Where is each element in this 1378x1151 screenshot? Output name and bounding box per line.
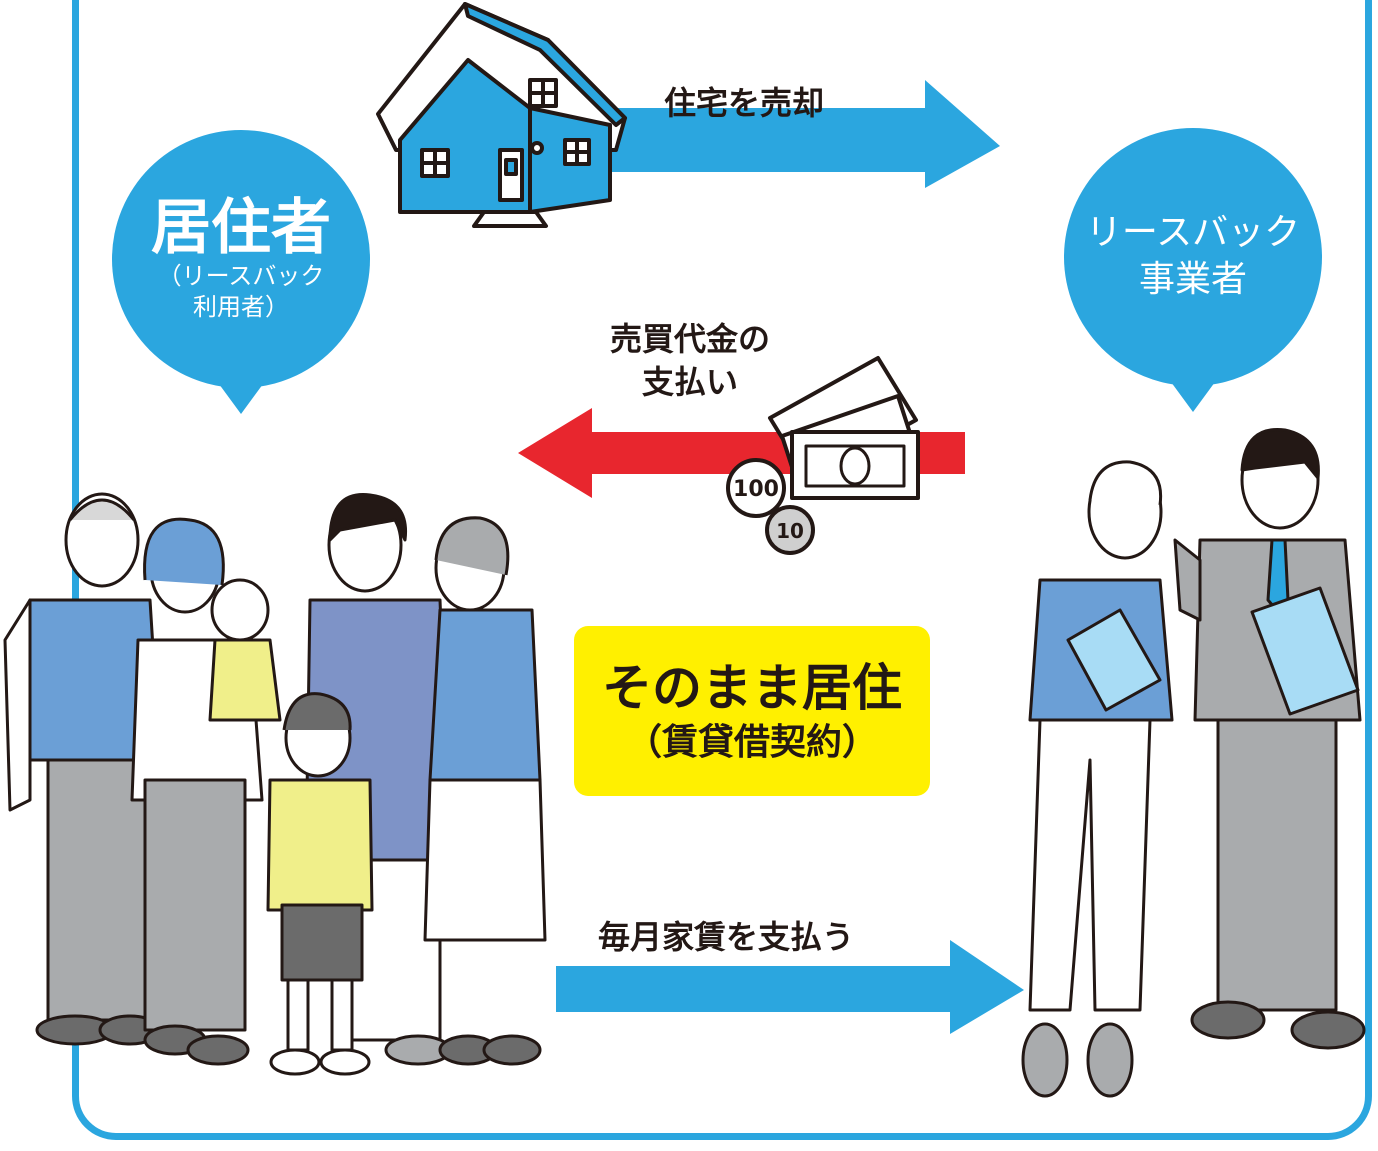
continue-residing-sub: （賃貸借契約） [625,721,878,763]
staff-man-figure [1173,428,1366,1050]
mother-figure [130,517,264,1066]
operator-line1: リースバック [1085,212,1301,254]
payment-label-line2: 支払い [642,363,739,402]
payment-label: 売買代金の 支払い [610,318,770,404]
sell-arrow [560,80,1000,188]
rent-arrow [556,940,1024,1034]
resident-bubble-tail [219,384,263,414]
coin-small-label: 10 [776,519,804,543]
sell-house-label: 住宅を売却 [664,84,825,122]
resident-subtitle-line2: 利用者） [193,293,289,321]
operator-bubble: リースバック 事業者 [1064,128,1322,412]
resident-bubble: 居住者 （リースバック 利用者） [112,130,370,414]
operator-bubble-tail [1171,382,1215,412]
baby-figure [208,578,282,722]
grandma-figure [423,516,547,1066]
continue-residing-box: そのまま居住 （賃貸借契約） [574,626,930,796]
staff-woman-figure [1021,460,1174,1098]
monthly-rent-label: 毎月家賃を支払う [598,918,855,956]
resident-subtitle-line1: （リースバック [157,261,325,290]
boy-figure [266,692,374,1076]
family-illustration [3,492,547,1076]
payment-arrow [518,408,965,498]
operator-line2: 事業者 [1138,259,1247,300]
money-icon [726,356,920,555]
house-icon [376,2,627,228]
coin-large-label: 100 [733,477,779,502]
staff-illustration [1021,428,1366,1098]
resident-title: 居住者 [151,192,331,263]
continue-residing-main: そのまま居住 [602,659,902,718]
grandpa-figure [3,492,162,1046]
payment-label-line1: 売買代金の [610,320,771,358]
